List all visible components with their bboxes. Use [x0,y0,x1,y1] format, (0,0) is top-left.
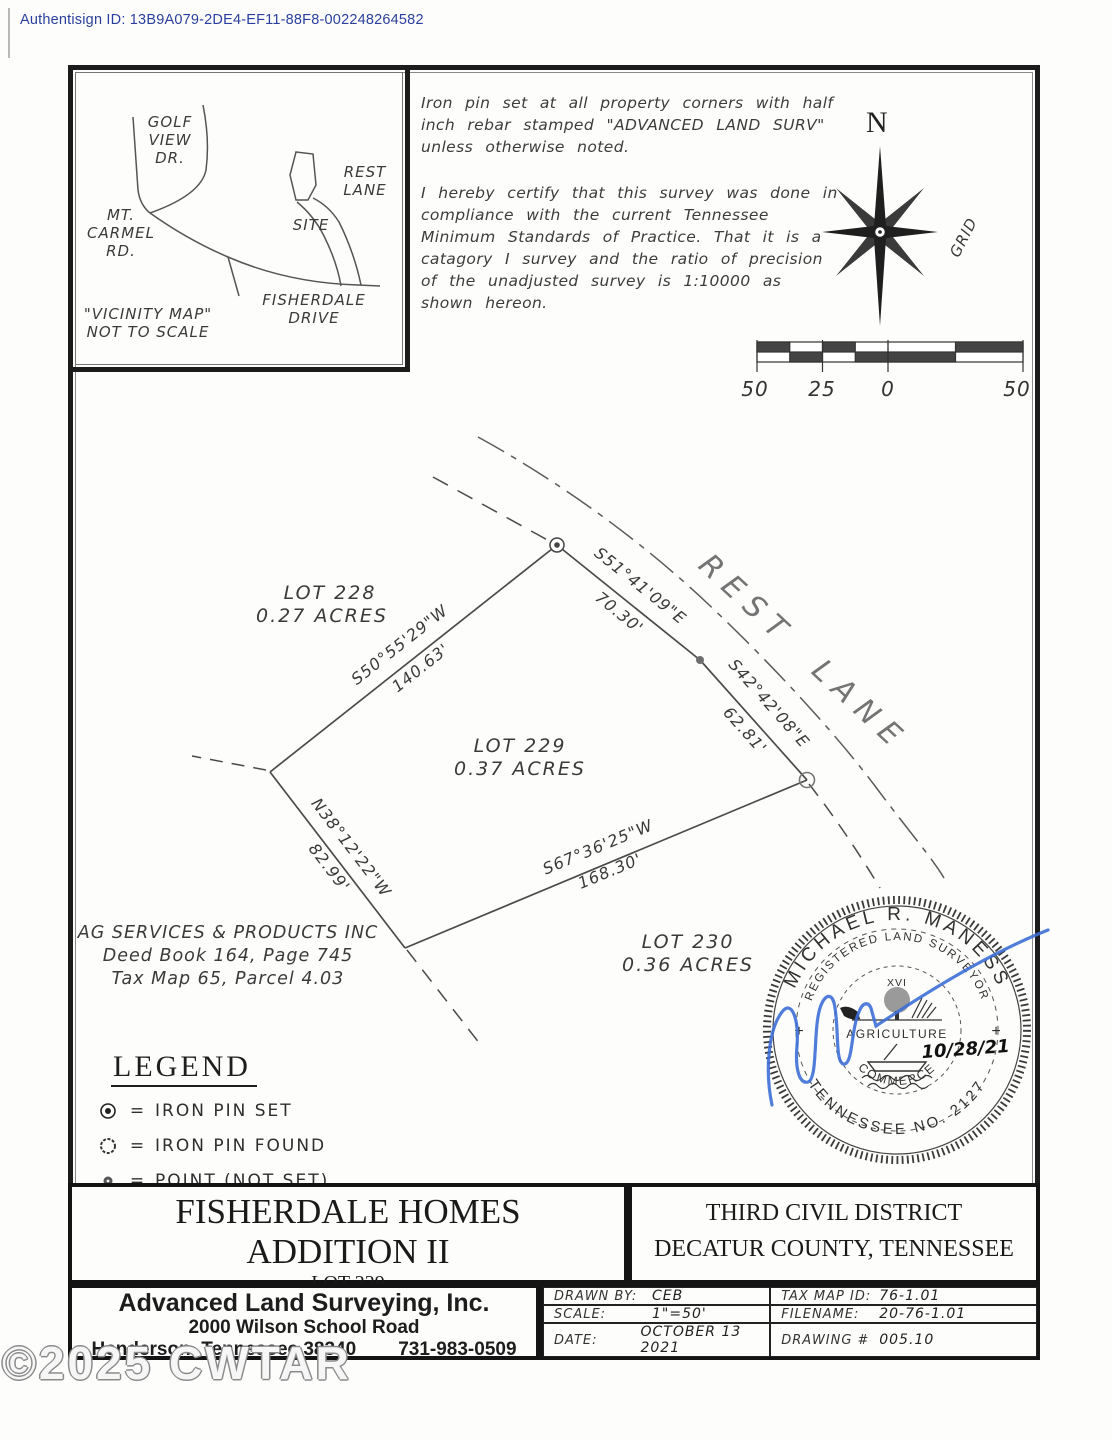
adjoiner-taxmap: Tax Map 65, Parcel 4.03 [112,969,345,989]
iron-pin-note: Iron pin set at all property corners wit… [421,94,834,156]
authentisign-id: Authentisign ID: 13B9A079-2DE4-EF11-88F8… [20,12,424,28]
seal-numeral: XVI [887,977,907,989]
road-centerline [477,436,945,879]
seal-agriculture-label: AGRICULTURE [846,1027,948,1041]
adjoiner-deed: Deed Book 164, Page 745 [103,946,353,966]
scale-tick: 50 [741,377,768,401]
legend-item-iron-pin-found: = IRON PIN FOUND [95,1135,329,1157]
road-lines [432,436,945,889]
point-not-set-marker [696,656,704,664]
iron-pin-found-icon [95,1135,121,1157]
scale-bar-labels: 50 25 0 50 [741,377,1030,401]
info-table: DRAWN BY:CEB SCALE:1"=50' DATE:OCTOBER 1… [540,1284,1040,1360]
info-drawing-number: DRAWING #005.10 [770,1323,1037,1357]
info-drawn-by: DRAWN BY:CEB [543,1287,771,1305]
certification-note: I hereby certify that this survey was do… [421,184,838,312]
lot-229-label: LOT 229 [474,735,567,757]
civil-district: THIRD CIVIL DISTRICT [705,1200,963,1226]
firm-name: Advanced Land Surveying, Inc. [118,1289,490,1317]
title-block-location: THIRD CIVIL DISTRICT DECATUR COUNTY, TEN… [628,1183,1040,1284]
scale-tick: 50 [1003,377,1030,401]
lot-230-acres: 0.36 ACRES [622,954,754,976]
legend-item-label: IRON PIN SET [155,1101,293,1121]
watermark: ©2025 CWTAR [2,1337,352,1389]
firm-block: Advanced Land Surveying, Inc. 2000 Wilso… [68,1284,540,1360]
subdivision-name-line1: FISHERDALE HOMES [175,1192,521,1231]
surveyor-signature [766,928,1050,1107]
legend-item-iron-pin-set: = IRON PIN SET [95,1100,329,1122]
vicinity-mt-carmel-label: MT. CARMEL RD. [87,206,155,260]
lot-230-label: LOT 230 [642,931,735,953]
vicinity-fisherdale-label: FISHERDALE DRIVE [262,291,366,327]
bearing-label: S51°41'09"E [591,543,690,628]
vicinity-roads [132,104,381,297]
vicinity-map [68,65,410,372]
firm-address: 2000 Wilson School Road [188,1317,420,1338]
iron-pin-set-icon [95,1100,121,1122]
legend: LEGEND = IRON PIN SET = IRON PIN FOUND =… [95,1050,329,1192]
scale-bar [756,340,1024,372]
corner-markers [549,537,816,789]
seal-plus-left: + [794,1023,803,1040]
north-label: N [866,106,888,139]
boundary-extensions [191,755,481,1045]
vicinity-golf-view-label: GOLF VIEW DR. [147,113,193,167]
vicinity-rest-lane-label: REST LANE [343,163,387,199]
seal-emblem [840,987,942,1090]
surveyor-seal: MICHAEL R. MANESS REGISTERED LAND SURVEY… [762,895,1050,1165]
vicinity-caption: "VICINITY MAP" NOT TO SCALE [83,305,213,341]
vicinity-inner-border [75,72,403,365]
county-state: DECATUR COUNTY, TENNESSEE [654,1236,1014,1262]
iron-pin-found-marker [798,771,816,789]
lot-boundary-lines [269,544,808,949]
info-scale: SCALE:1"=50' [543,1305,771,1323]
lot-228-label: LOT 228 [284,582,377,604]
vicinity-site-label: SITE [292,216,330,234]
firm-phone: 731-983-0509 [398,1339,517,1360]
survey-notes: Iron pin set at all property corners wit… [421,92,841,338]
legend-title: LEGEND [111,1050,257,1087]
legend-item-label: IRON PIN FOUND [155,1136,327,1156]
seal-plus-right: + [991,1023,1000,1040]
lot-229-acres: 0.37 ACRES [454,758,586,780]
adjoiner-owner: AG SERVICES & PRODUCTS INC [77,923,379,943]
lot-228-acres: 0.27 ACRES [256,605,388,627]
scale-tick: 0 [881,377,895,401]
scan-artifact-line [8,8,10,58]
north-arrow-star [822,146,938,326]
title-block-subdivision: FISHERDALE HOMES ADDITION II LOT 229 [68,1183,628,1294]
subdivision-name-line2: ADDITION II [246,1232,450,1271]
info-tax-map-id: TAX MAP ID:76-1.01 [770,1287,1037,1305]
info-date: DATE:OCTOBER 13 2021 [543,1323,771,1357]
scale-tick: 25 [808,377,835,401]
info-filename: FILENAME:20-76-1.01 [770,1305,1037,1323]
